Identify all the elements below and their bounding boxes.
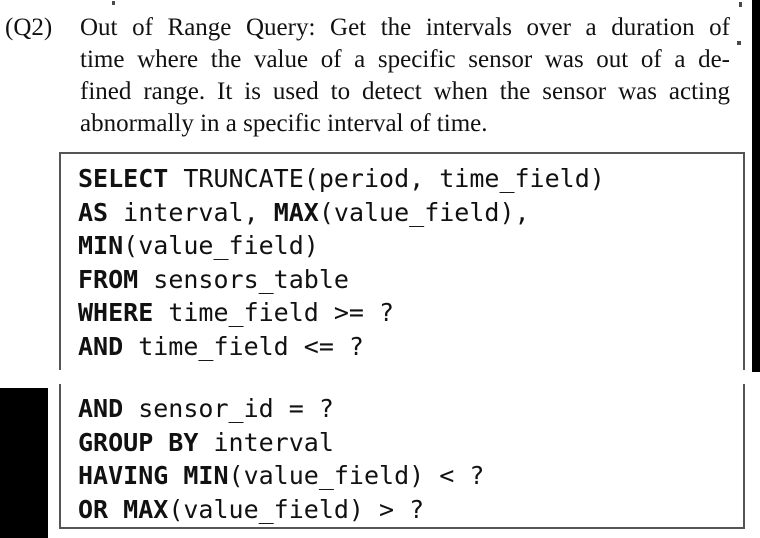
sql-identifier: (value_field) [123,231,319,260]
sql-identifier: (value_field) > ? [168,494,425,524]
sql-identifier: interval, [108,197,274,227]
sql-keyword: GROUP BY [78,427,199,457]
sql-keyword: MAX [273,197,319,227]
sql-code-line: GROUP BY interval [78,426,484,460]
sql-code-line: MIN(value_field) [78,229,605,263]
scan-speck [737,41,741,45]
sql-code-line: AND time_field <= ? [78,330,605,364]
sql-keyword: AND [78,331,124,361]
sql-keyword: WHERE [78,298,154,327]
question-block: (Q2) Out of Range Query: Get the interva… [0,6,740,146]
question-line: fined range. It is used to detect when t… [80,78,730,105]
sql-code-box-top: SELECT TRUNCATE(period, time_field)AS in… [59,152,745,370]
sql-code-line: AS interval, MAX(value_field), [78,196,605,230]
scan-speck [739,2,742,7]
sql-keyword: FROM [78,264,139,294]
sql-identifier: time_field >= ? [153,298,395,327]
sql-keyword: MIN [78,231,124,260]
sql-identifier: (value_field) < ? [228,461,485,490]
sql-keyword: AS [78,197,109,227]
question-line: abnormally in a specific interval of tim… [80,110,488,137]
scan-artifact-right-edge [752,0,760,372]
question-line: Out of Range Query: Get the intervals ov… [80,14,730,41]
question-line: time where the value of a specific senso… [80,46,730,73]
sql-keyword: OR MAX [78,494,169,524]
sql-code-line: WHERE time_field >= ? [78,296,605,330]
sql-code-line: AND sensor_id = ? [78,392,484,426]
sql-identifier: (value_field), [318,197,530,227]
scan-speck [112,1,115,5]
sql-identifier: time_field <= ? [123,331,364,361]
sql-keyword: HAVING MIN [78,461,229,490]
sql-keyword: SELECT [78,164,169,193]
sql-identifier: sensors_table [138,264,349,294]
sql-code-lines-top: SELECT TRUNCATE(period, time_field)AS in… [78,162,605,363]
sql-code-line: HAVING MIN(value_field) < ? [78,459,484,493]
sql-identifier: sensor_id = ? [123,394,334,423]
scan-artifact-left-edge [0,388,48,538]
sql-identifier: TRUNCATE(period, time_field) [168,164,605,193]
question-label: (Q2) [5,14,53,41]
question-text: Out of Range Query: Get the intervals ov… [80,12,730,140]
sql-identifier: interval [198,427,334,457]
sql-code-line: OR MAX(value_field) > ? [78,493,484,527]
sql-code-line: FROM sensors_table [78,263,605,297]
sql-keyword: AND [78,394,124,423]
sql-code-line: SELECT TRUNCATE(period, time_field) [78,162,605,196]
